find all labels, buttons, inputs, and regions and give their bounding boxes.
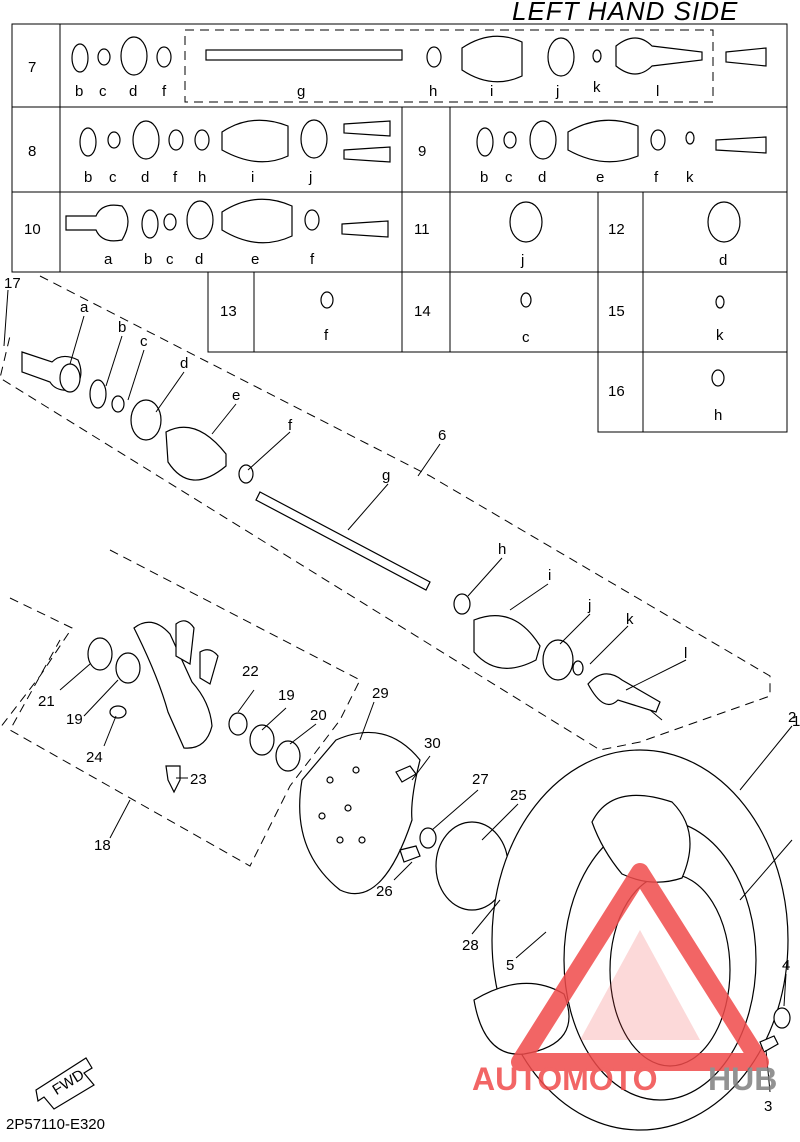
- callout-19a: 19: [66, 711, 83, 728]
- kit10-letter-6: f: [310, 251, 315, 268]
- kit8-letter-4: f: [173, 169, 178, 186]
- callout-26: 26: [376, 883, 393, 900]
- kit7-letter-10: l: [656, 83, 659, 100]
- kit16-letter-1: h: [714, 407, 722, 424]
- callout-d: d: [180, 355, 188, 372]
- callout-23: 23: [190, 771, 207, 788]
- diagram-code: 2P57110-E320: [6, 1116, 105, 1133]
- callout-labels: 1 2 3 4 5 6 17 18 19 19 20 21 22 23 24 2…: [4, 275, 800, 1115]
- callout-4: 4: [782, 957, 790, 974]
- callout-e: e: [232, 387, 240, 404]
- kit7-letter-5: g: [297, 83, 305, 100]
- kit10-letter-2: b: [144, 251, 152, 268]
- kit14-letter-1: c: [522, 329, 530, 346]
- callout-2: 2: [788, 709, 796, 726]
- callout-24: 24: [86, 749, 103, 766]
- callout-h: h: [498, 541, 506, 558]
- callout-g: g: [382, 467, 390, 484]
- callout-5: 5: [506, 957, 514, 974]
- row-9: 9 b c d e f k: [418, 119, 767, 186]
- callout-l: l: [684, 645, 687, 662]
- row-13-16: 13 f 14 c 15 k 16 h: [220, 291, 725, 424]
- kit9-letter-4: e: [596, 169, 604, 186]
- callout-17: 17: [4, 275, 21, 292]
- kit7-letter-7: i: [490, 83, 493, 100]
- callout-22: 22: [242, 663, 259, 680]
- callout-19b: 19: [278, 687, 295, 704]
- kit-number-14: 14: [414, 303, 431, 320]
- row-7: 7 b c d f g h i j k l: [28, 35, 767, 100]
- callout-25: 25: [510, 787, 527, 804]
- kit9-letter-5: f: [654, 169, 659, 186]
- kit-number-13: 13: [220, 303, 237, 320]
- callout-f: f: [288, 417, 293, 434]
- callout-k: k: [626, 611, 634, 628]
- kit8-letter-1: b: [84, 169, 92, 186]
- kit-number-11: 11: [414, 221, 430, 238]
- drive-shaft-assembly: [0, 275, 771, 751]
- callout-a: a: [80, 299, 89, 316]
- callout-27: 27: [472, 771, 489, 788]
- row-8: 8 b c d f h i j: [28, 119, 391, 186]
- callout-18: 18: [94, 837, 111, 854]
- callout-1: 1: [792, 713, 800, 730]
- kit9-letter-1: b: [480, 169, 488, 186]
- kit7-letter-2: c: [99, 83, 107, 100]
- watermark-logo: AUTOMOTO HUB: [472, 863, 777, 1097]
- kit8-letter-7: j: [308, 169, 312, 186]
- kit7-letter-8: j: [555, 83, 559, 100]
- kit15-letter-1: k: [716, 327, 724, 344]
- kit-table: [11, 23, 788, 433]
- callout-21: 21: [38, 693, 55, 710]
- callout-3: 3: [764, 1098, 772, 1115]
- kit10-letter-1: a: [104, 251, 113, 268]
- kit8-letter-5: h: [198, 169, 206, 186]
- kit8-letter-2: c: [109, 169, 117, 186]
- kit9-letter-2: c: [505, 169, 513, 186]
- kit7-letter-3: d: [129, 83, 137, 100]
- kit7-letter-9: k: [593, 79, 601, 96]
- kit-number-15: 15: [608, 303, 625, 320]
- kit-number-10: 10: [24, 221, 41, 238]
- callout-30: 30: [424, 735, 441, 752]
- watermark-text-hub: HUB: [708, 1061, 777, 1097]
- callout-i: i: [548, 567, 551, 584]
- callout-29: 29: [372, 685, 389, 702]
- kit-number-16: 16: [608, 383, 625, 400]
- kit9-letter-3: d: [538, 169, 546, 186]
- kit-number-8: 8: [28, 143, 36, 160]
- callout-b: b: [118, 319, 126, 336]
- kit12-letter-1: d: [719, 252, 727, 269]
- knuckle-assembly: [0, 549, 361, 867]
- kit10-letter-4: d: [195, 251, 203, 268]
- callout-28: 28: [462, 937, 479, 954]
- callout-j: j: [587, 597, 591, 614]
- kit7-letter-6: h: [429, 83, 437, 100]
- fwd-arrow: FWD: [35, 1057, 95, 1110]
- kit10-letter-3: c: [166, 251, 174, 268]
- kit13-letter-1: f: [324, 327, 329, 344]
- kit8-letter-6: i: [251, 169, 254, 186]
- kit11-letter-1: j: [520, 252, 524, 269]
- callout-6: 6: [438, 427, 446, 444]
- kit-number-9: 9: [418, 143, 426, 160]
- watermark-text-auto: AUTOMOTO: [472, 1061, 657, 1097]
- callout-20: 20: [310, 707, 327, 724]
- kit-number-12: 12: [608, 221, 625, 238]
- row-10: 10 a b c d e f: [24, 198, 389, 268]
- kit-number-7: 7: [28, 59, 36, 76]
- kit9-letter-6: k: [686, 169, 694, 186]
- page-title: LEFT HAND SIDE: [512, 0, 739, 26]
- kit7-letter-4: f: [162, 83, 167, 100]
- callout-c: c: [140, 333, 148, 350]
- callout-leaders: [3, 289, 793, 1093]
- kit8-letter-3: d: [141, 169, 149, 186]
- row-11-12: 11 j 12 d: [414, 201, 741, 269]
- kit10-letter-5: e: [251, 251, 259, 268]
- kit7-letter-1: b: [75, 83, 83, 100]
